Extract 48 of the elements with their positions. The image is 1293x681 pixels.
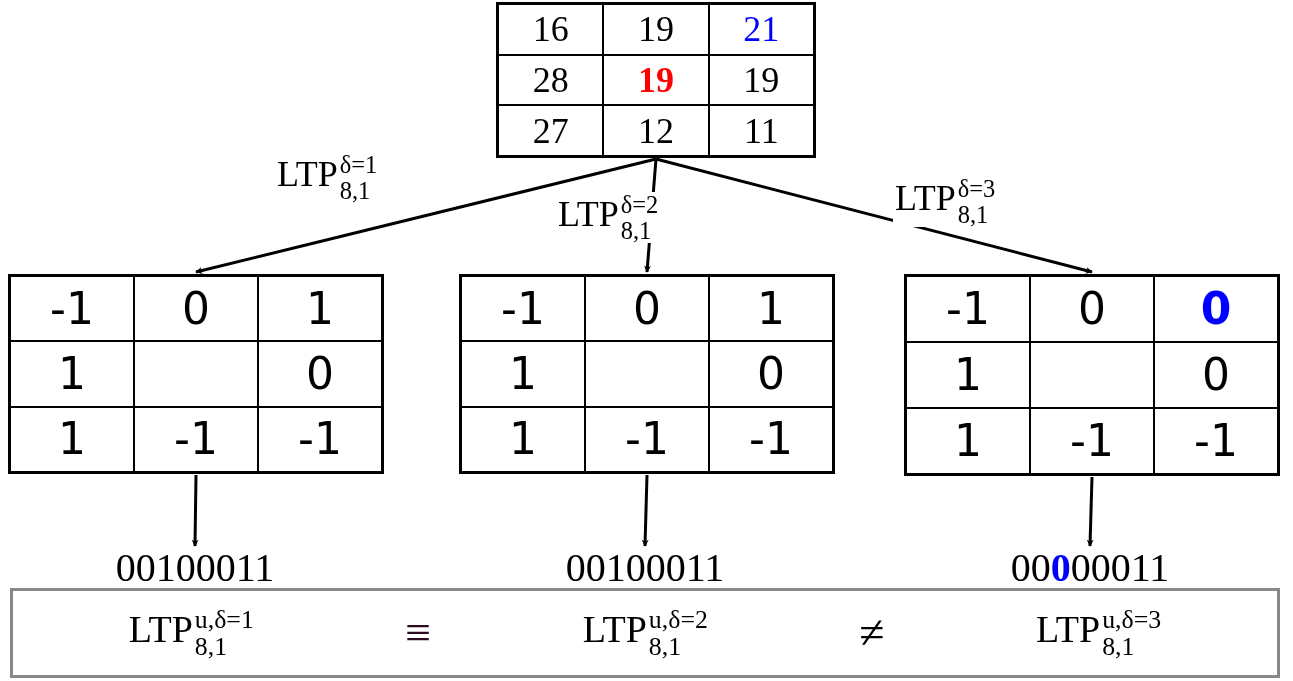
table-cell: -1	[258, 406, 382, 472]
table-cell: -1	[10, 276, 134, 342]
number-grid	[496, 2, 816, 158]
table-cell: 0	[134, 276, 258, 342]
equivalence-sign: ≡	[405, 610, 432, 656]
table-cell: 0	[258, 341, 382, 407]
arrow	[191, 474, 199, 547]
table-cell: 16	[498, 4, 604, 55]
table-cell: 0	[1154, 342, 1278, 408]
binary-code: 00100011	[60, 548, 330, 588]
table-cell: -1	[585, 406, 709, 472]
arrow	[1086, 476, 1094, 547]
table-cell: 19	[603, 54, 709, 106]
table-cell: 1	[461, 406, 585, 472]
table-cell: 0	[1154, 276, 1278, 342]
arrow	[655, 157, 1093, 274]
number-grid	[459, 274, 835, 474]
table-cell: -1	[1030, 408, 1154, 474]
table-cell: -1	[709, 406, 833, 472]
binary-code: 00000011	[955, 548, 1225, 588]
table-cell: 1	[10, 406, 134, 472]
table-cell: 1	[709, 276, 833, 342]
table-cell: 1	[10, 341, 134, 407]
table-cell: -1	[461, 276, 585, 342]
table-cell: 1	[906, 408, 1030, 474]
table-cell: -1	[134, 406, 258, 472]
table-cell: 28	[498, 54, 604, 106]
table-cell: 27	[498, 105, 604, 156]
table-cell: 1	[461, 341, 585, 407]
table-cell: 0	[1030, 276, 1154, 342]
table-cell: 19	[708, 54, 814, 106]
number-grid	[8, 274, 384, 474]
table-cell: 21	[708, 4, 814, 55]
binary-code: 00100011	[510, 548, 780, 588]
comparison-box	[10, 588, 1280, 678]
table-cell: 1	[258, 276, 382, 342]
table-cell: 1	[906, 342, 1030, 408]
not-equal-sign: ≠	[859, 610, 885, 656]
table-cell: 11	[708, 105, 814, 156]
table-cell: -1	[1154, 408, 1278, 474]
number-grid	[904, 274, 1280, 476]
table-cell: -1	[906, 276, 1030, 342]
table-cell: 0	[585, 276, 709, 342]
table-cell: 12	[603, 105, 709, 156]
arrow	[195, 157, 657, 274]
table-cell: 0	[709, 341, 833, 407]
arrow	[641, 474, 649, 547]
table-cell: 19	[603, 4, 709, 55]
